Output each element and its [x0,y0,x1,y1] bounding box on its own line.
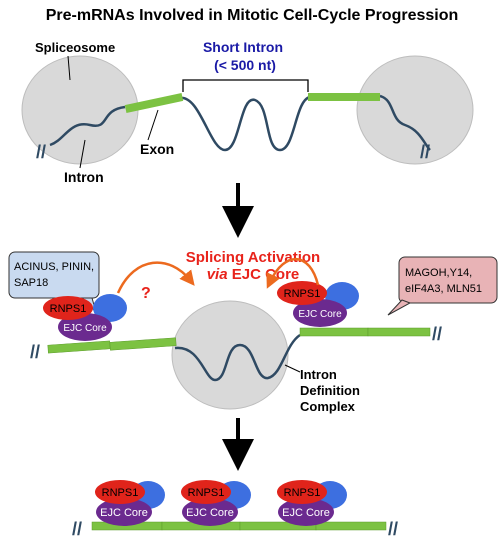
break-mark-mid-left: // [30,342,40,362]
rnps1-left-label: RNPS1 [50,303,87,315]
rnps1-bottom-3 [277,480,327,504]
ejc-core-bottom-1 [96,498,152,526]
right-callout-line1: MAGOH,Y14, [405,267,472,279]
rnps1-bottom-2-label: RNPS1 [188,487,225,499]
spliceosome-right [356,55,474,165]
spliceosome-pointer [67,55,71,81]
exon-mid-right-1 [299,327,369,337]
break-mark-top-left: // [36,142,46,162]
intron-definition-line2: Definition [300,383,360,398]
rnps1-bottom-3-label: RNPS1 [284,487,321,499]
break-mark-bottom-right: // [388,519,398,539]
intron-line-right [379,94,431,151]
rnps1-right-label: RNPS1 [284,288,321,300]
ejc-core-bottom-3 [278,498,334,526]
exon-top-right [308,93,380,101]
intron-line-middle-panel [174,333,301,382]
left-callout-line1: ACINUS, PININ, [14,261,94,273]
intron-definition-pointer [284,364,301,373]
short-intron-bracket [182,79,309,92]
exon-top-left [124,93,184,113]
exon-bottom-4 [315,521,387,531]
exon-pointer [147,109,159,141]
short-intron-length: (< 500 nt) [214,57,276,73]
exon-mid-right-2 [367,327,431,337]
intron-line-middle [179,95,311,152]
ejc-core-bottom-2 [182,498,238,526]
via-ejc-core-label: via EJC Core [207,266,300,283]
ejc-core-right [293,299,347,327]
rnps1-bottom-2 [181,480,231,504]
ejc-core-bottom-3-label: EJC Core [282,507,330,519]
exon-mid-left-2 [109,337,177,351]
activation-arrow-left [116,261,195,294]
left-callout-line2: SAP18 [14,277,48,289]
ejc-core-left [58,313,112,341]
activation-arrow-right [266,257,320,289]
rnps1-bottom-1 [95,480,145,504]
exon-mid-left-1 [47,340,111,354]
short-intron-label: Short Intron [203,39,283,55]
intron-label: Intron [64,169,104,185]
ejc-core-right-label: EJC Core [298,309,342,320]
break-mark-bottom-left: // [72,519,82,539]
blue-protein-left [93,294,127,322]
break-mark-mid-right: // [432,324,442,344]
question-mark: ? [141,285,151,302]
ejc-core-text: EJC Core [228,266,300,283]
rnps1-right [277,281,327,305]
exon-label: Exon [140,141,174,157]
ejc-core-bottom-1-label: EJC Core [100,507,148,519]
break-mark-top-right: // [420,142,430,162]
ejc-core-left-label: EJC Core [63,323,107,334]
intron-definition-line1: Intron [300,367,337,382]
intron-line-left [49,105,126,147]
spliceosome-label: Spliceosome [35,40,115,55]
rnps1-left [43,296,93,320]
via-text: via [207,266,228,283]
left-callout-box [8,251,100,299]
right-callout-tail [387,299,412,316]
right-callout-box [398,256,498,304]
rnps1-bottom-1-label: RNPS1 [102,487,139,499]
splicing-activation-label: Splicing Activation [186,249,320,266]
diagram-title: Pre-mRNAs Involved in Mitotic Cell-Cycle… [46,7,459,24]
ejc-core-bottom-2-label: EJC Core [186,507,234,519]
intron-pointer [79,139,86,169]
right-callout-line2: eIF4A3, MLN51 [405,283,482,295]
intron-definition-line3: Complex [300,399,356,414]
